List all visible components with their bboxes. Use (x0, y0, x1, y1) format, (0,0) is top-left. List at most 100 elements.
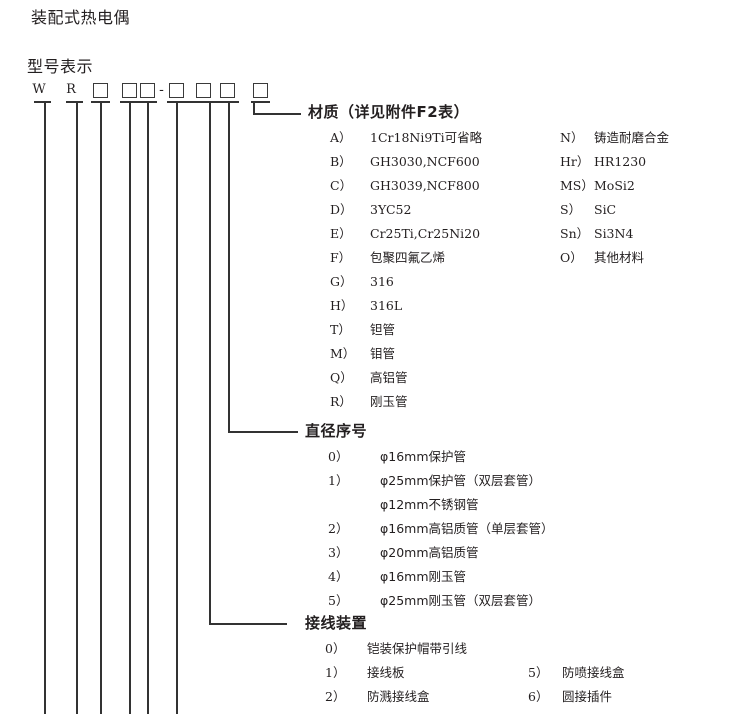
option-key: 0） (325, 641, 346, 656)
material-option-h: H） 316L (330, 298, 402, 314)
option-key: B） (330, 154, 352, 169)
option-value: φ12mm不锈钢管 (380, 497, 479, 512)
option-value: φ16mm刚玉管 (380, 569, 467, 584)
leader-line-1 (44, 101, 46, 714)
option-key: R） (330, 394, 352, 409)
diameter-option-1: 1） φ25mm保护管（双层套管） (328, 473, 541, 489)
option-key: 3） (328, 545, 349, 560)
wiring-option-1: 1）接线板 (325, 665, 405, 681)
code-box-3[interactable] (140, 83, 155, 98)
option-value: φ25mm保护管（双层套管） (380, 473, 542, 488)
code-box-7[interactable] (253, 83, 268, 98)
option-key: 4） (328, 569, 349, 584)
leader-line-diameter (228, 101, 230, 431)
material-option-m: M） 钼管 (330, 346, 395, 362)
document-title: 装配式热电偶 (31, 8, 131, 27)
option-key: O） (560, 250, 583, 265)
option-key: D） (330, 202, 353, 217)
code-tick-r (66, 101, 83, 103)
option-key: Hr） (560, 154, 590, 169)
code-box-6[interactable] (220, 83, 235, 98)
option-value: Si3N4 (594, 226, 634, 241)
material-option-t: T） 钽管 (330, 322, 395, 338)
option-value: SiC (594, 202, 617, 217)
material-option-g: G）316 (330, 274, 394, 290)
material-option-d: D） 3YC52 (330, 202, 411, 218)
material-option-s: S） SiC (560, 202, 616, 218)
option-value: 其他材料 (594, 250, 645, 265)
elbow-material (253, 113, 301, 115)
code-box-2[interactable] (122, 83, 137, 98)
option-key: MS） (560, 178, 594, 193)
leader-line-6 (176, 101, 178, 714)
option-key: S） (560, 202, 582, 217)
option-key: G） (330, 274, 353, 289)
wiring-option-0: 0） 铠装保护帽带引线 (325, 641, 467, 657)
code-tick-4 (251, 101, 270, 103)
option-key: 6） (528, 689, 549, 704)
option-value: 接线板 (367, 665, 405, 680)
material-option-a: A） 1Cr18Ni9Ti可省略 (330, 130, 482, 146)
material-option-q: Q） 高铝管 (330, 370, 408, 386)
diameter-option-0: 0）φ16mm保护管 (328, 449, 466, 465)
material-option-c: C）GH3039,NCF800 (330, 178, 480, 194)
option-key: F） (330, 250, 352, 265)
option-value: MoSi2 (594, 178, 635, 193)
code-box-1[interactable] (93, 83, 108, 98)
option-key: H） (330, 298, 354, 313)
option-value: 1Cr18Ni9Ti可省略 (370, 130, 483, 145)
option-key: 1） (328, 473, 349, 488)
code-tick-2 (120, 101, 157, 103)
option-value: φ25mm刚玉管（双层套管） (380, 593, 542, 608)
code-letter-w: W (32, 82, 46, 97)
code-box-5[interactable] (196, 83, 211, 98)
option-key: Q） (330, 370, 353, 385)
diameter-option-4: 4） φ16mm刚玉管 (328, 569, 466, 585)
option-value: 高铝管 (370, 370, 408, 385)
diameter-option-1b: φ12mm不锈钢管 (328, 497, 479, 513)
material-option-r: R）刚玉管 (330, 394, 408, 410)
option-value: 钽管 (370, 322, 396, 337)
option-value: HR1230 (594, 154, 647, 169)
elbow-wiring (209, 623, 287, 625)
option-value: Cr25Ti,Cr25Ni20 (370, 226, 481, 241)
option-key: C） (330, 178, 353, 193)
option-value: GH3030,NCF600 (370, 154, 480, 169)
material-option-hr: Hr） HR1230 (560, 154, 646, 170)
option-value: φ16mm高铝质管（单层套管） (380, 521, 554, 536)
material-option-n: N） 铸造耐磨合金 (560, 130, 669, 146)
leader-line-wiring (209, 101, 211, 623)
option-value: 圆接插件 (562, 689, 613, 704)
option-value: 包聚四氟乙烯 (370, 250, 446, 265)
option-key: 5） (528, 665, 549, 680)
option-key: N） (560, 130, 584, 145)
material-option-ms: MS）MoSi2 (560, 178, 635, 194)
option-key: 2） (328, 521, 349, 536)
option-value: 铠装保护帽带引线 (367, 641, 468, 656)
code-box-4[interactable] (169, 83, 184, 98)
leader-line-4 (129, 101, 131, 714)
leader-line-5 (147, 101, 149, 714)
option-key: T） (330, 322, 351, 337)
code-dash: - (159, 82, 164, 98)
option-value: 3YC52 (370, 202, 412, 217)
option-value: 钼管 (370, 346, 396, 361)
material-option-o: O） 其他材料 (560, 250, 644, 266)
material-option-f: F） 包聚四氟乙烯 (330, 250, 445, 266)
option-key: 0） (328, 449, 349, 464)
diameter-option-5: 5）φ25mm刚玉管（双层套管） (328, 593, 541, 609)
option-key: Sn） (560, 226, 590, 241)
diameter-option-3: 3）φ20mm高铝质管 (328, 545, 479, 561)
section-title-diameter: 直径序号 (305, 422, 368, 440)
leader-line-3 (100, 101, 102, 714)
elbow-diameter (228, 431, 298, 433)
option-key: M） (330, 346, 356, 361)
model-code-heading: 型号表示 (27, 57, 94, 76)
material-option-sn: Sn） Si3N4 (560, 226, 633, 242)
leader-line-material (253, 101, 255, 113)
option-value: 316L (370, 298, 403, 313)
option-value: 铸造耐磨合金 (594, 130, 670, 145)
diameter-option-2: 2） φ16mm高铝质管（单层套管） (328, 521, 554, 537)
option-value: 防溅接线盒 (367, 689, 430, 704)
option-key: A） (330, 130, 352, 145)
